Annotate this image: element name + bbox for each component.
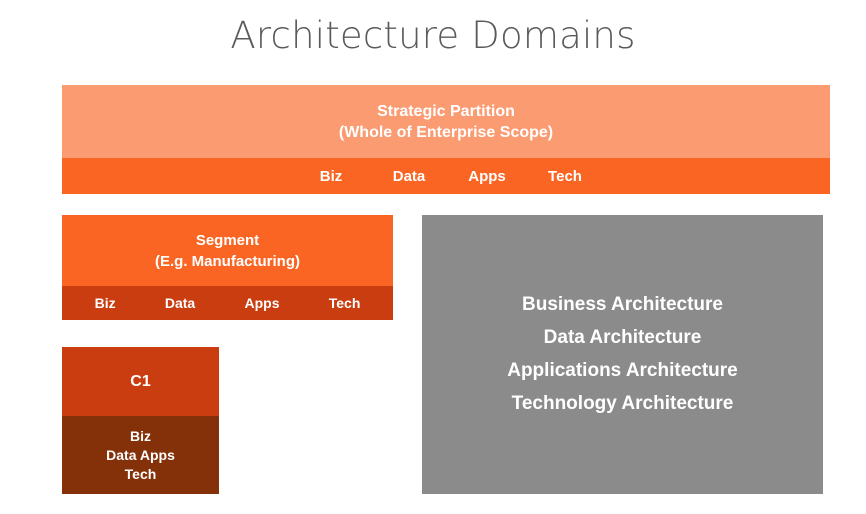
domain-label-biz: Biz bbox=[319, 167, 343, 185]
architecture-line-data: Data Architecture bbox=[543, 327, 702, 348]
domain-label-apps: Apps bbox=[468, 167, 506, 185]
domain-label-tech: Tech bbox=[328, 295, 361, 311]
capability-domain-strip: Biz Data Apps Tech bbox=[62, 416, 219, 494]
segment-header: Segment (E.g. Manufacturing) bbox=[62, 215, 393, 286]
capability-header: C1 bbox=[62, 347, 219, 416]
domain-label-biz: Biz bbox=[130, 427, 151, 444]
segment-domain-strip: Biz Data Apps Tech bbox=[62, 286, 393, 320]
domain-label-data-apps: Data Apps bbox=[106, 446, 175, 463]
architecture-line-applications: Applications Architecture bbox=[507, 360, 738, 381]
domain-label-biz: Biz bbox=[94, 295, 116, 311]
architecture-domains-panel[interactable]: Business Architecture Data Architecture … bbox=[422, 215, 823, 494]
domain-row: Biz Data Apps Tech bbox=[62, 295, 393, 311]
strategic-partition-title-line2: (Whole of Enterprise Scope) bbox=[338, 123, 554, 141]
strategic-partition-domain-strip: Biz Data Apps Tech bbox=[62, 158, 830, 194]
segment-block[interactable]: Segment (E.g. Manufacturing) Biz Data Ap… bbox=[62, 215, 393, 320]
domain-label-tech: Tech bbox=[124, 465, 157, 482]
domain-label-tech: Tech bbox=[548, 167, 582, 185]
page-title: Architecture Domains bbox=[230, 14, 636, 57]
segment-title-line2: (E.g. Manufacturing) bbox=[155, 252, 300, 270]
strategic-partition-block[interactable]: Strategic Partition (Whole of Enterprise… bbox=[62, 85, 830, 194]
domain-label-data: Data bbox=[164, 295, 196, 311]
domain-label-data: Data bbox=[392, 167, 426, 185]
domain-row: Biz Data Apps Tech bbox=[308, 168, 584, 185]
architecture-line-business: Business Architecture bbox=[522, 294, 723, 315]
capability-title: C1 bbox=[130, 372, 151, 390]
domain-label-apps: Apps bbox=[244, 295, 280, 311]
architecture-line-technology: Technology Architecture bbox=[511, 393, 734, 414]
strategic-partition-header: Strategic Partition (Whole of Enterprise… bbox=[62, 85, 830, 158]
capability-block[interactable]: C1 Biz Data Apps Tech bbox=[62, 347, 219, 494]
segment-title-line1: Segment bbox=[195, 231, 260, 249]
strategic-partition-title-line1: Strategic Partition bbox=[377, 102, 515, 120]
